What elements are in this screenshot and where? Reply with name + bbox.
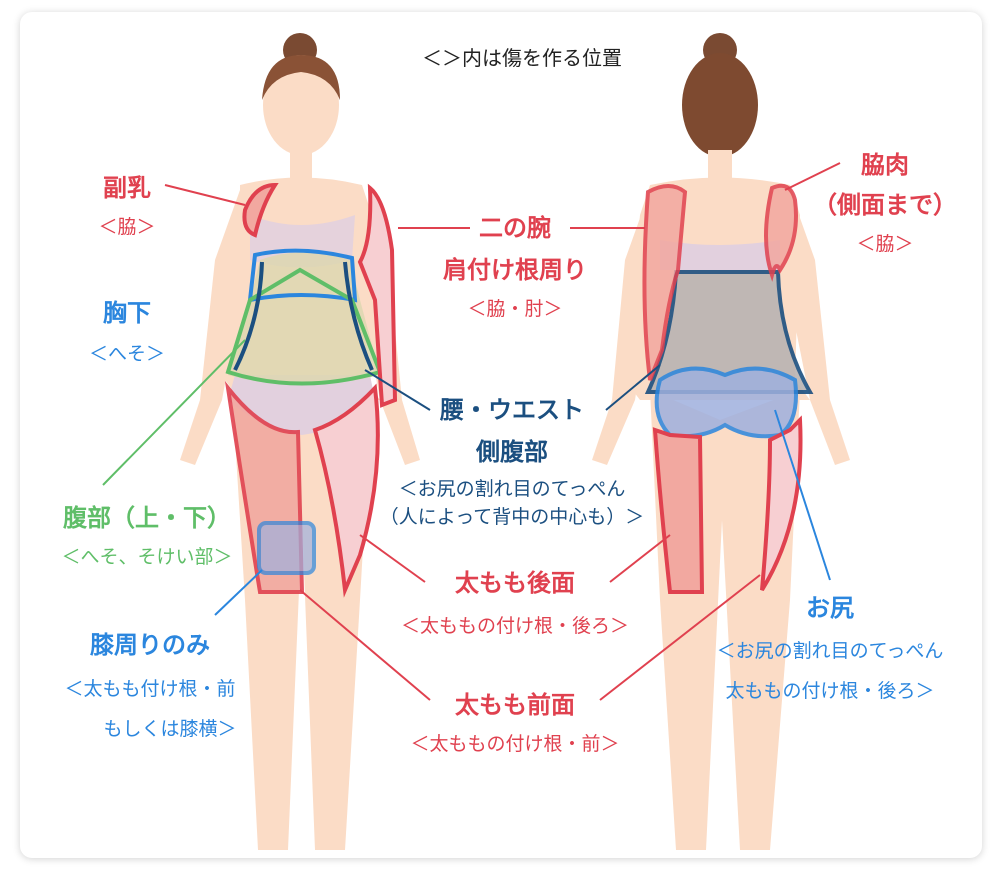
label-momo-front: 太もも前面 [455, 691, 575, 719]
back-figure [592, 33, 850, 850]
label-hiza: 膝周りのみ [90, 631, 210, 659]
incision-oshiri-2: 太ももの付け根・後ろ＞ [725, 680, 935, 702]
head [263, 55, 339, 155]
incision-ninoude: ＜脇・肘＞ [467, 298, 563, 320]
leader-lines [102, 162, 841, 701]
label-katatsukene: 肩付け根周り [443, 256, 587, 284]
label-fukubu: 腹部（上・下） [63, 504, 231, 532]
label-fukunyu: 副乳 [103, 174, 151, 202]
label-kyouka: 胸下 [103, 299, 151, 327]
incision-kyouka: ＜へそ＞ [88, 343, 166, 365]
front-figure [180, 33, 420, 850]
label-oshiri: お尻 [806, 594, 854, 622]
knee-region [257, 521, 316, 575]
label-sokufukubu: 側腹部 [476, 438, 548, 466]
label-wakiniku: 脇肉 [861, 151, 909, 179]
label-momo-back: 太もも後面 [455, 569, 575, 597]
label-sokumen: （側面まで） [813, 191, 957, 219]
incision-momo-back: ＜太ももの付け根・後ろ＞ [400, 615, 630, 637]
incision-koshi-2: （人によって背中の中心も）＞ [379, 506, 645, 528]
incision-oshiri-1: ＜お尻の割れ目のてっぺん [716, 640, 944, 662]
incision-fukubu: ＜へそ、そけい部＞ [61, 546, 233, 568]
diagram-title: ＜＞内は傷を作る位置 [422, 46, 622, 70]
head-back [682, 53, 758, 157]
incision-hiza-1: ＜太もも付け根・前 [64, 678, 236, 700]
label-ninoude: 二の腕 [479, 214, 551, 242]
label-koshi: 腰・ウエスト [440, 396, 584, 424]
incision-hiza-2: もしくは膝横＞ [103, 718, 237, 740]
diagram-card [20, 12, 982, 858]
incision-wakiniku: ＜脇＞ [856, 233, 914, 255]
incision-fukunyu: ＜脇＞ [98, 216, 156, 238]
incision-momo-front: ＜太ももの付け根・前＞ [410, 733, 620, 755]
incision-koshi-1: ＜お尻の割れ目のてっぺん [398, 478, 626, 500]
